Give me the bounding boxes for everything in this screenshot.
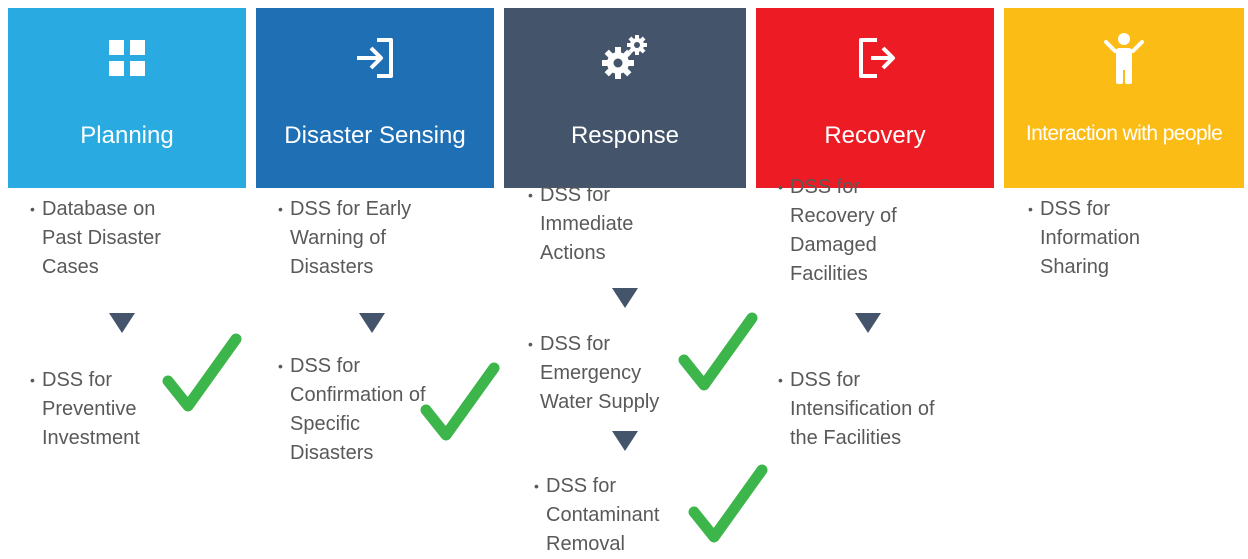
- header-disaster-sensing: Disaster Sensing: [256, 8, 494, 188]
- list-item: • DSS for Immediate Actions: [528, 184, 634, 264]
- checkmark-icon: [688, 464, 768, 544]
- gears-icon: [597, 30, 653, 86]
- list-item: • DSS for Information Sharing: [1028, 198, 1141, 278]
- planning-title: Planning: [80, 122, 174, 149]
- sign-in-icon: [347, 30, 403, 86]
- checkmark-icon: [162, 333, 242, 413]
- list-item: • DSS for Early Warning of Disasters: [278, 198, 412, 278]
- header-interaction: Interaction with people: [1004, 8, 1244, 188]
- checkmark-icon: [678, 312, 758, 392]
- flow-arrow: [855, 313, 881, 333]
- list-item: • DSS for Recovery of Damaged Facilities: [778, 176, 897, 285]
- flow-arrow: [359, 313, 385, 333]
- response-title: Response: [570, 122, 680, 149]
- recovery-title: Recovery: [824, 122, 926, 149]
- list-item: • DSS for Confirmation of Specific Disas…: [278, 355, 426, 464]
- sign-out-icon: [847, 30, 903, 86]
- grid-icon: [99, 30, 155, 86]
- flow-arrow: [612, 431, 638, 451]
- disaster-sensing-title: Disaster Sensing: [284, 122, 466, 149]
- header-planning: Planning: [8, 8, 246, 188]
- list-item: • DSS for Emergency Water Supply: [528, 333, 660, 413]
- interaction-title: Interaction with people: [1025, 122, 1223, 145]
- header-response: Response: [504, 8, 746, 188]
- header-recovery: Recovery: [756, 8, 994, 188]
- flow-arrow: [109, 313, 135, 333]
- list-item: • DSS for Preventive Investment: [30, 369, 140, 449]
- person-icon: [1096, 30, 1152, 86]
- list-item: • DSS for Contaminant Removal: [534, 475, 660, 555]
- list-item: • Database on Past Disaster Cases: [30, 198, 161, 278]
- flow-arrow: [612, 288, 638, 308]
- list-item: • DSS for Intensification of the Facilit…: [778, 369, 935, 449]
- checkmark-icon: [420, 362, 500, 442]
